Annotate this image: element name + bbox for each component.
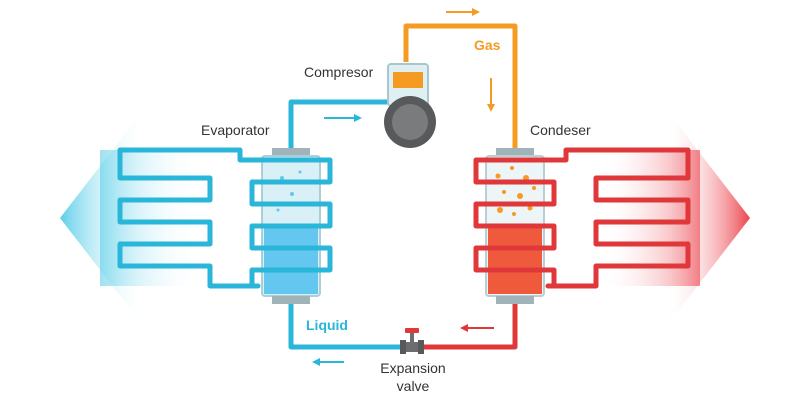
- evaporator-outer-coil: [117, 147, 261, 289]
- compressor-label: Compresor: [304, 64, 374, 80]
- flow-arrow-down-gas: [487, 78, 495, 112]
- evaporator-inner-coil: [249, 157, 333, 289]
- hot-return-pipe: [424, 304, 518, 350]
- liquid-pipe: [288, 304, 404, 350]
- flow-arrow-right-gas: [446, 8, 480, 16]
- condenser-outer-coil: [545, 147, 691, 289]
- flow-arrow-left-liquid: [312, 358, 344, 366]
- gas-pipe: [403, 23, 518, 148]
- hot-air-arrow-body: [600, 150, 700, 286]
- expansion-valve-label-line2: valve: [396, 378, 430, 394]
- suction-pipe: [288, 99, 388, 148]
- liquid-label: Liquid: [306, 317, 348, 333]
- evaporator-label: Evaporator: [201, 122, 270, 138]
- compressor: [384, 63, 436, 148]
- expansion-valve-label-line1: Expansion: [380, 360, 446, 376]
- expansion-valve: [400, 328, 424, 354]
- condenser-label: Condeser: [530, 122, 591, 138]
- cold-air-arrow-body: [100, 150, 200, 286]
- flow-arrow-left-hot: [460, 324, 494, 332]
- condenser-inner-coil: [473, 157, 557, 289]
- gas-label: Gas: [474, 37, 501, 53]
- flow-arrow-right-suction: [324, 114, 362, 122]
